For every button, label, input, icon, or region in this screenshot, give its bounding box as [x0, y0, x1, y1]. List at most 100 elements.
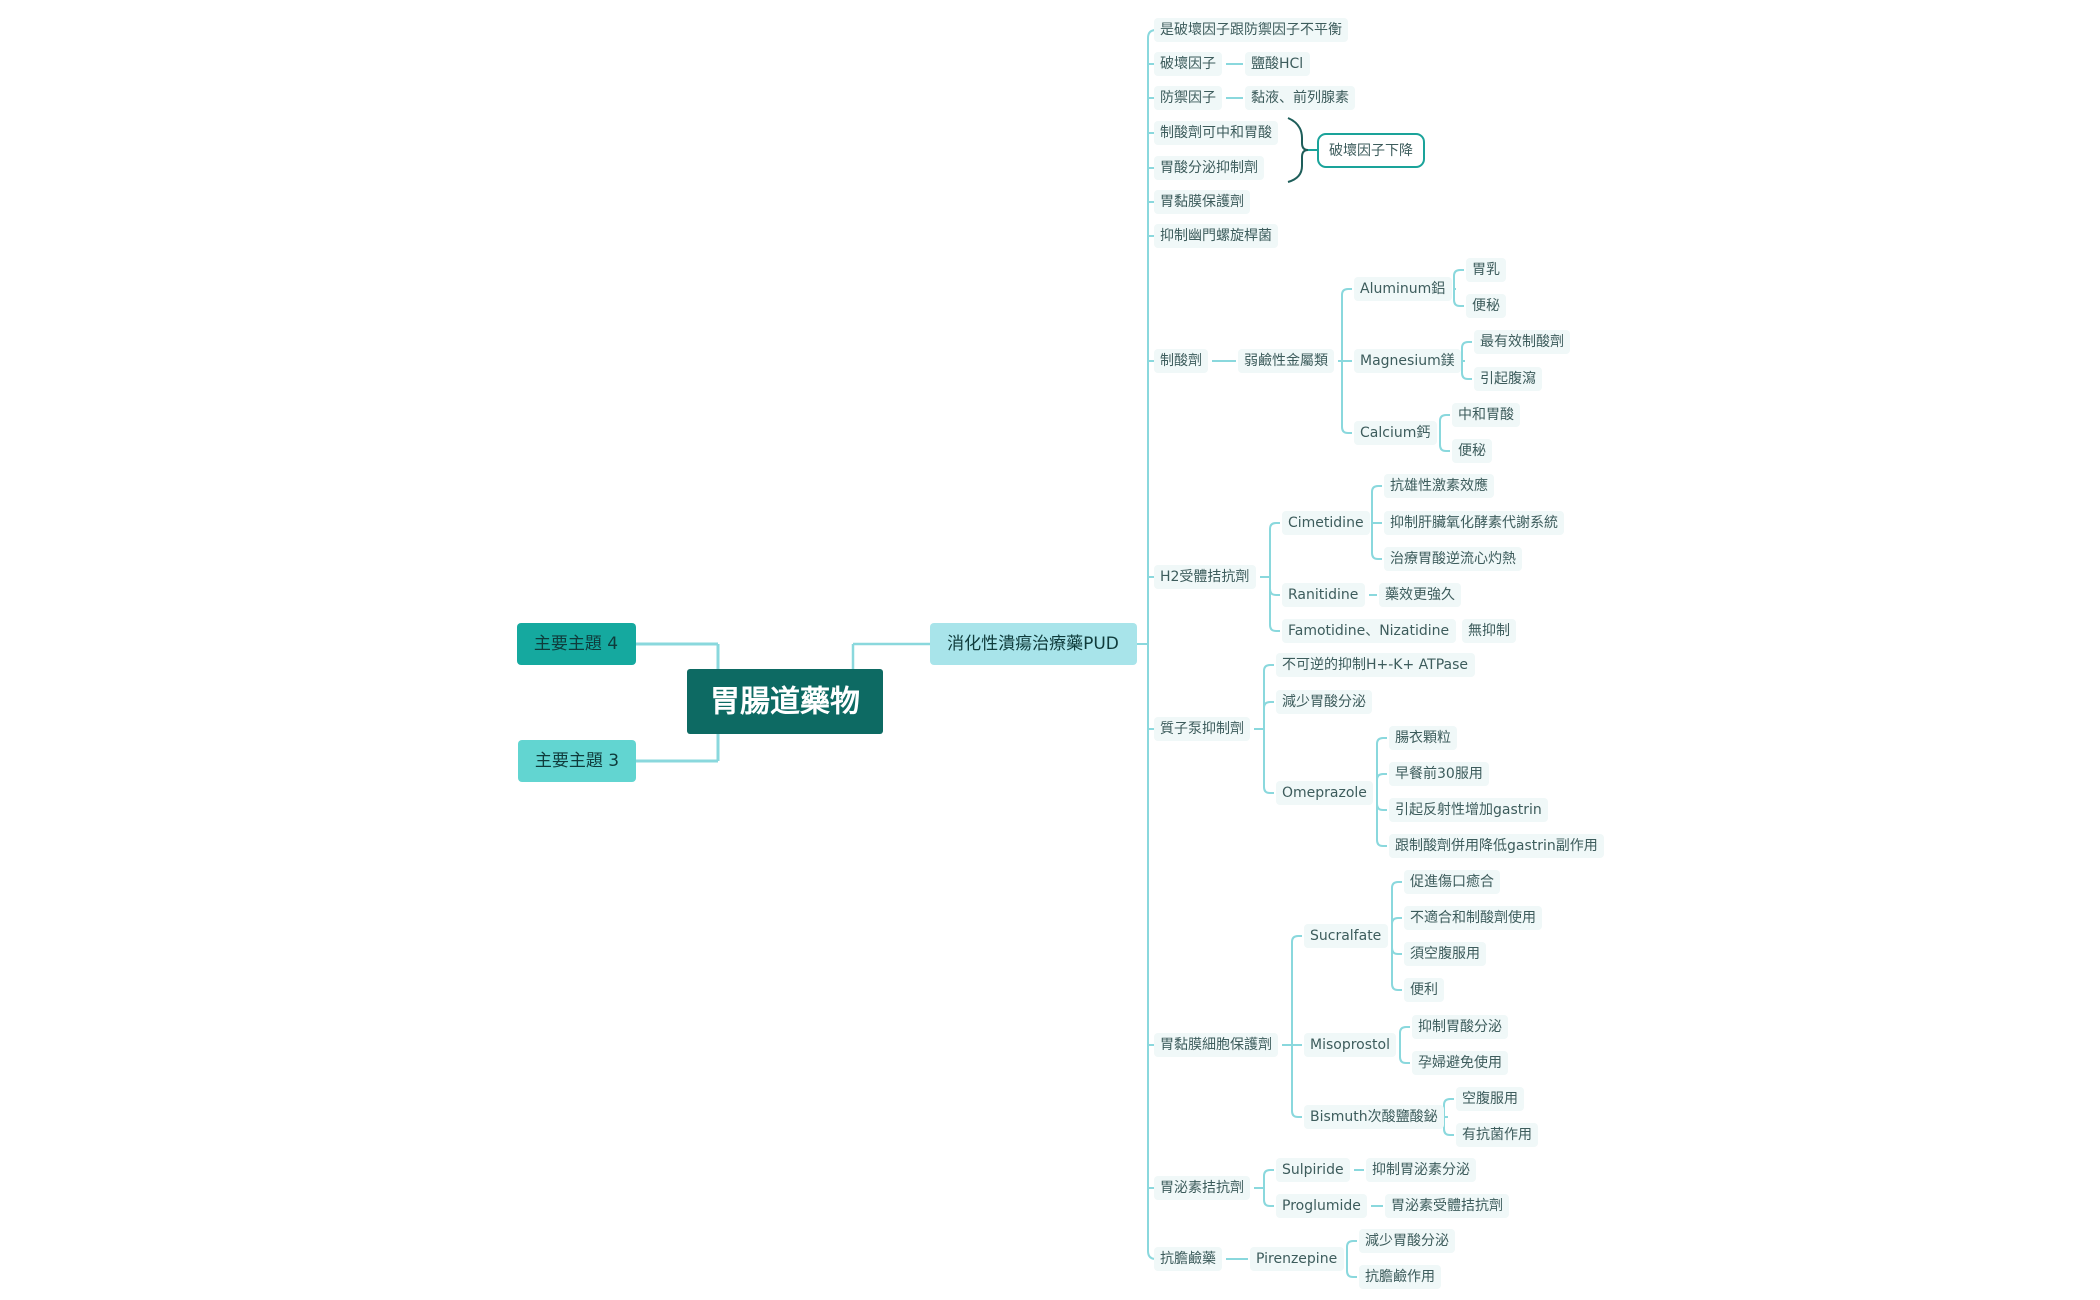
- node-n8a1a[interactable]: 胃乳: [1466, 258, 1506, 282]
- node-n11b[interactable]: Misoprostol: [1304, 1033, 1396, 1057]
- summary-callout-label: 破壞因子下降: [1329, 143, 1413, 159]
- node-bg: [1474, 367, 1542, 391]
- node-n5[interactable]: 胃酸分泌抑制劑: [1154, 156, 1264, 180]
- main-topic-4[interactable]: 主要主題 4: [517, 623, 636, 665]
- node-n9[interactable]: H2受體拮抗劑: [1154, 565, 1256, 589]
- node-label: 抑制肝臟氧化酵素代謝系統: [1390, 515, 1558, 531]
- node-n9a1[interactable]: 抗雄性激素效應: [1384, 474, 1494, 498]
- node-label: 治療胃酸逆流心灼熱: [1390, 550, 1516, 567]
- main-topic-pud[interactable]: 消化性潰瘍治療藥PUD: [930, 623, 1137, 665]
- node-n11c[interactable]: Bismuth次酸鹽酸鉍: [1304, 1105, 1444, 1129]
- node-n8a2[interactable]: Magnesium鎂: [1354, 349, 1461, 373]
- node-label: 無抑制: [1468, 623, 1510, 639]
- node-label: Sulpiride: [1282, 1162, 1344, 1178]
- node-n9a[interactable]: Cimetidine: [1282, 511, 1370, 535]
- node-label: 質子泵抑制劑: [1160, 720, 1244, 737]
- node-n1[interactable]: 是破壞因子跟防禦因子不平衡: [1154, 18, 1348, 42]
- connector-line: [1291, 935, 1302, 943]
- node-n11b1[interactable]: 抑制胃酸分泌: [1412, 1015, 1508, 1039]
- node-n12a[interactable]: Sulpiride: [1276, 1158, 1350, 1182]
- node-bg: [1154, 121, 1278, 145]
- node-label: Proglumide: [1282, 1198, 1361, 1214]
- node-n10c4[interactable]: 跟制酸劑併用降低gastrin副作用: [1389, 834, 1604, 858]
- node-n10c[interactable]: Omeprazole: [1276, 781, 1373, 805]
- node-n12b1[interactable]: 胃泌素受體拮抗劑: [1385, 1194, 1509, 1218]
- node-n9c[interactable]: Famotidine、Nizatidine: [1282, 619, 1456, 643]
- node-label: Aluminum鋁: [1360, 281, 1445, 297]
- node-n2[interactable]: 破壞因子: [1154, 52, 1222, 76]
- node-n8a1b[interactable]: 便秘: [1466, 294, 1506, 318]
- connector-line: [1461, 341, 1472, 349]
- node-bg: [1154, 1247, 1222, 1271]
- node-n6[interactable]: 胃黏膜保護劑: [1154, 190, 1250, 214]
- node-label: 抗膽鹼作用: [1365, 1268, 1435, 1285]
- node-n13a2[interactable]: 抗膽鹼作用: [1359, 1265, 1441, 1289]
- node-n10c1[interactable]: 腸衣顆粒: [1389, 726, 1457, 750]
- node-n11a[interactable]: Sucralfate: [1304, 924, 1388, 948]
- node-n10[interactable]: 質子泵抑制劑: [1154, 717, 1250, 741]
- node-n8a1[interactable]: Aluminum鋁: [1354, 277, 1452, 301]
- node-n10b[interactable]: 減少胃酸分泌: [1276, 690, 1372, 714]
- node-n11a1[interactable]: 促進傷口癒合: [1404, 870, 1500, 894]
- node-n3a[interactable]: 黏液、前列腺素: [1245, 86, 1355, 110]
- node-n13a1[interactable]: 減少胃酸分泌: [1359, 1229, 1455, 1253]
- node-bg: [1452, 403, 1520, 427]
- node-bg: [1282, 619, 1456, 643]
- node-n11b2[interactable]: 孕婦避免使用: [1412, 1051, 1508, 1075]
- node-n9b1[interactable]: 藥效更強久: [1379, 583, 1461, 607]
- node-n8a3a[interactable]: 中和胃酸: [1452, 403, 1520, 427]
- node-label: 便秘: [1458, 443, 1486, 459]
- connector-line: [1376, 839, 1387, 847]
- node-n8a3[interactable]: Calcium鈣: [1354, 421, 1437, 445]
- node-n10a[interactable]: 不可逆的抑制H+-K+ ATPase: [1276, 653, 1475, 677]
- node-n12[interactable]: 胃泌素拮抗劑: [1154, 1176, 1250, 1200]
- node-n8a2a[interactable]: 最有效制酸劑: [1474, 330, 1570, 354]
- node-label: Omeprazole: [1282, 785, 1367, 801]
- node-bg: [1412, 1015, 1508, 1039]
- node-n10c3[interactable]: 引起反射性增加gastrin: [1389, 798, 1548, 822]
- summary-callout[interactable]: [1317, 133, 1425, 168]
- node-label: 須空腹服用: [1410, 945, 1480, 962]
- node-n2a[interactable]: 鹽酸HCl: [1245, 52, 1310, 76]
- connector-line: [1391, 947, 1402, 955]
- connector-line: [1439, 444, 1450, 452]
- node-n4[interactable]: 制酸劑可中和胃酸: [1154, 121, 1278, 145]
- node-n13[interactable]: 抗膽鹼藥: [1154, 1247, 1222, 1271]
- node-n9c1[interactable]: 無抑制: [1462, 619, 1516, 643]
- main-topic-pud-box: [930, 623, 1137, 665]
- node-n9b[interactable]: Ranitidine: [1282, 583, 1365, 607]
- node-label: 是破壞因子跟防禦因子不平衡: [1160, 22, 1342, 38]
- node-n11a4[interactable]: 便利: [1404, 978, 1444, 1002]
- node-n8a[interactable]: 弱鹼性金屬類: [1238, 349, 1334, 373]
- node-n11a3[interactable]: 須空腹服用: [1404, 942, 1486, 966]
- connector-line: [1341, 426, 1352, 434]
- connector-line: [1263, 1199, 1274, 1207]
- node-n8a2b[interactable]: 引起腹瀉: [1474, 367, 1542, 391]
- node-n12a1[interactable]: 抑制胃泌素分泌: [1366, 1158, 1476, 1182]
- node-n11[interactable]: 胃黏膜細胞保護劑: [1154, 1033, 1278, 1057]
- connector-line: [1269, 588, 1280, 596]
- node-n12b[interactable]: Proglumide: [1276, 1194, 1367, 1218]
- node-n11c1[interactable]: 空腹服用: [1456, 1087, 1524, 1111]
- node-n11c2[interactable]: 有抗菌作用: [1456, 1123, 1538, 1147]
- node-label: Misoprostol: [1310, 1037, 1390, 1053]
- node-bg: [1154, 349, 1208, 373]
- node-n3[interactable]: 防禦因子: [1154, 86, 1222, 110]
- node-n9a3[interactable]: 治療胃酸逆流心灼熱: [1384, 547, 1522, 571]
- node-bg: [1276, 781, 1373, 805]
- node-bg: [1379, 583, 1461, 607]
- node-bg: [1384, 547, 1522, 571]
- node-bg: [1359, 1229, 1455, 1253]
- node-n8[interactable]: 制酸劑: [1154, 349, 1208, 373]
- node-n9a2[interactable]: 抑制肝臟氧化酵素代謝系統: [1384, 511, 1564, 535]
- node-n8a3b[interactable]: 便秘: [1452, 439, 1492, 463]
- root-topic[interactable]: 胃腸道藥物: [687, 669, 883, 734]
- node-n11a2[interactable]: 不適合和制酸劑使用: [1404, 906, 1542, 930]
- connector-line: [1399, 1056, 1410, 1064]
- node-bg: [1462, 619, 1516, 643]
- node-n7[interactable]: 抑制幽門螺旋桿菌: [1154, 224, 1278, 248]
- main-topic-3[interactable]: 主要主題 3: [518, 740, 636, 782]
- node-n13a[interactable]: Pirenzepine: [1250, 1247, 1344, 1271]
- node-n10c2[interactable]: 早餐前30服用: [1389, 762, 1489, 786]
- node-label: Magnesium鎂: [1360, 353, 1455, 369]
